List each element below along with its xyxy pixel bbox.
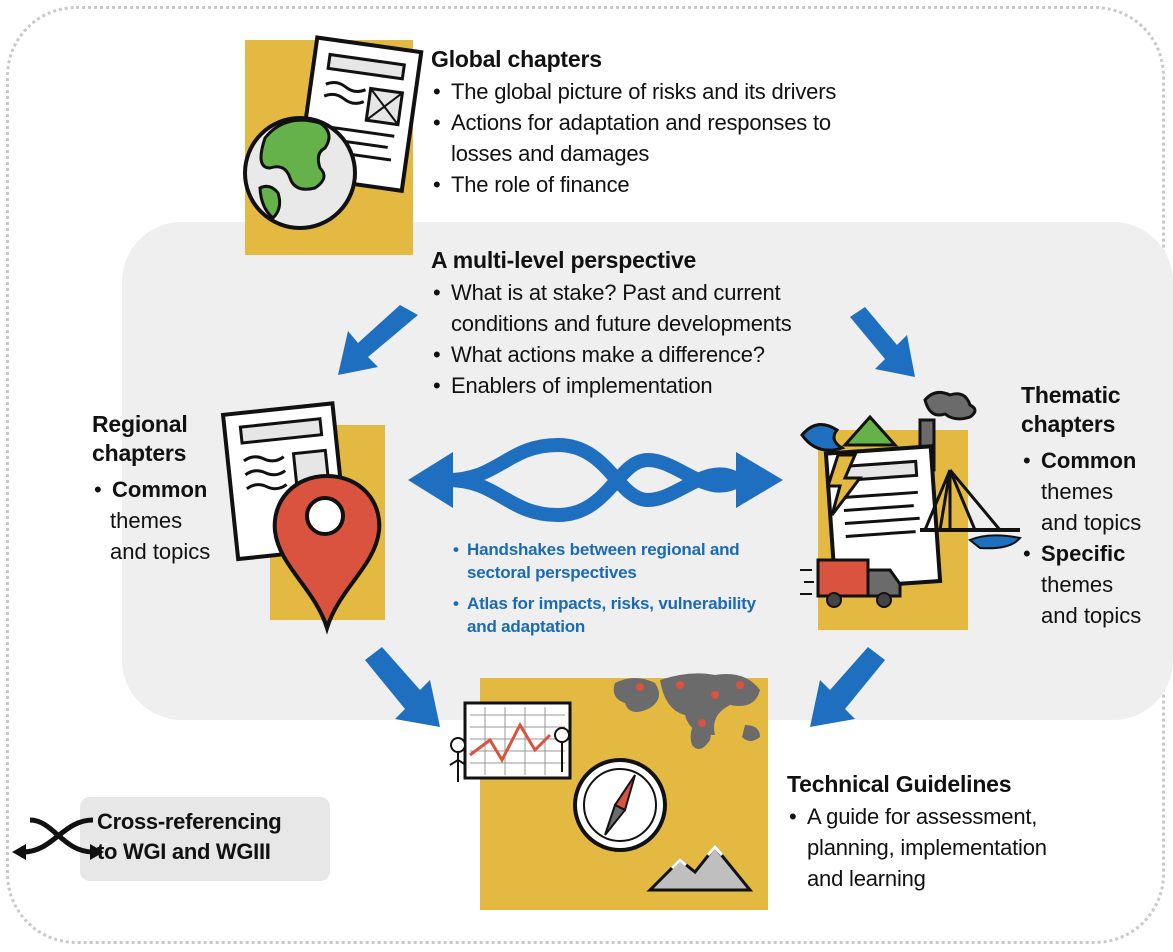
regional-chapters-section: Regional chapters • Common themes and to… <box>92 410 232 567</box>
thematic-title-line2: chapters <box>1021 410 1116 437</box>
list-item: The role of finance <box>431 169 901 200</box>
regional-title-line2: chapters <box>92 439 187 466</box>
technical-guidelines-list: A guide for assessment, planning, implem… <box>787 801 1087 894</box>
cross-referencing-line2: to WGI and WGIII <box>97 839 271 864</box>
multi-level-title: A multi-level perspective <box>431 247 697 273</box>
truck-icon <box>800 558 902 608</box>
list-item: What is at stake? Past and current condi… <box>431 277 861 339</box>
technical-guidelines-title: Technical Guidelines <box>787 771 1012 797</box>
thematic-title-line1: Thematic <box>1021 382 1121 408</box>
list-item: • Common themes and topics <box>94 476 211 564</box>
handshakes-section: Handshakes between regional and sectoral… <box>453 538 773 638</box>
arrow-down-right <box>850 307 915 377</box>
lightning-icon <box>825 453 864 516</box>
list-item: Actions for adaptation and responses to … <box>431 107 881 169</box>
regional-title-line1: Regional <box>92 411 188 437</box>
handshake-braid-arrows <box>408 437 783 523</box>
thematic-specific-themes: themes <box>1041 571 1114 597</box>
thematic-chapters-section: Thematic chapters • Common themes and to… <box>1021 381 1171 631</box>
list-item: Atlas for impacts, risks, vulnerability … <box>453 592 757 638</box>
global-chapters-section: Global chapters The global picture of ri… <box>431 45 901 200</box>
chart-board-icon <box>449 701 572 782</box>
list-item: • Specific themes and topics <box>1023 540 1142 628</box>
thematic-specific-topics: and topics <box>1041 602 1142 628</box>
mountain-icon <box>841 414 899 447</box>
mountains-icon <box>646 844 754 892</box>
technical-illustration <box>449 673 760 892</box>
arrow-down-to-technical-right <box>810 647 885 727</box>
thematic-common-label: Common <box>1041 447 1137 473</box>
thematic-specific-label: Specific <box>1041 540 1126 566</box>
global-chapters-list: The global picture of risks and its driv… <box>431 76 901 200</box>
list-item: The global picture of risks and its driv… <box>431 76 901 107</box>
cross-referencing-line1: Cross-referencing <box>97 809 282 834</box>
thematic-common-topics: and topics <box>1041 509 1142 535</box>
multi-level-list: What is at stake? Past and current condi… <box>431 277 871 401</box>
compass-icon <box>573 758 667 852</box>
cross-referencing-text: Cross-referencing to WGI and WGIII <box>97 807 282 867</box>
bridge-icon <box>920 469 1022 550</box>
arrow-down-left <box>338 305 418 375</box>
globe-icon <box>243 116 357 230</box>
list-item: Enablers of implementation <box>431 370 871 401</box>
regional-topics-text: and topics <box>110 538 211 564</box>
global-chapters-title: Global chapters <box>431 46 602 72</box>
cross-referencing-box <box>80 797 330 881</box>
global-illustration <box>243 35 424 230</box>
multi-level-section: A multi-level perspective What is at sta… <box>431 246 871 401</box>
regional-themes-text: themes <box>110 507 183 533</box>
map-pin-icon <box>272 473 382 635</box>
cross-reference-arrows-icon <box>12 817 104 860</box>
list-item: What actions make a difference? <box>431 339 871 370</box>
technical-guidelines-section: Technical Guidelines A guide for assessm… <box>787 770 1087 894</box>
regional-common-label: Common <box>112 476 208 502</box>
regional-illustration <box>220 401 382 635</box>
wave-icon <box>800 423 846 452</box>
list-item: Handshakes between regional and sectoral… <box>453 538 767 584</box>
list-item: • Common themes and topics <box>1023 447 1142 535</box>
list-item: A guide for assessment, planning, implem… <box>787 801 1077 894</box>
arrow-right-head <box>736 452 783 508</box>
arrow-down-to-technical-left <box>365 647 440 727</box>
thematic-common-themes: themes <box>1041 478 1114 504</box>
thematic-illustration <box>800 390 1022 608</box>
arrow-left-head <box>408 452 453 508</box>
world-map-icon <box>613 673 760 749</box>
